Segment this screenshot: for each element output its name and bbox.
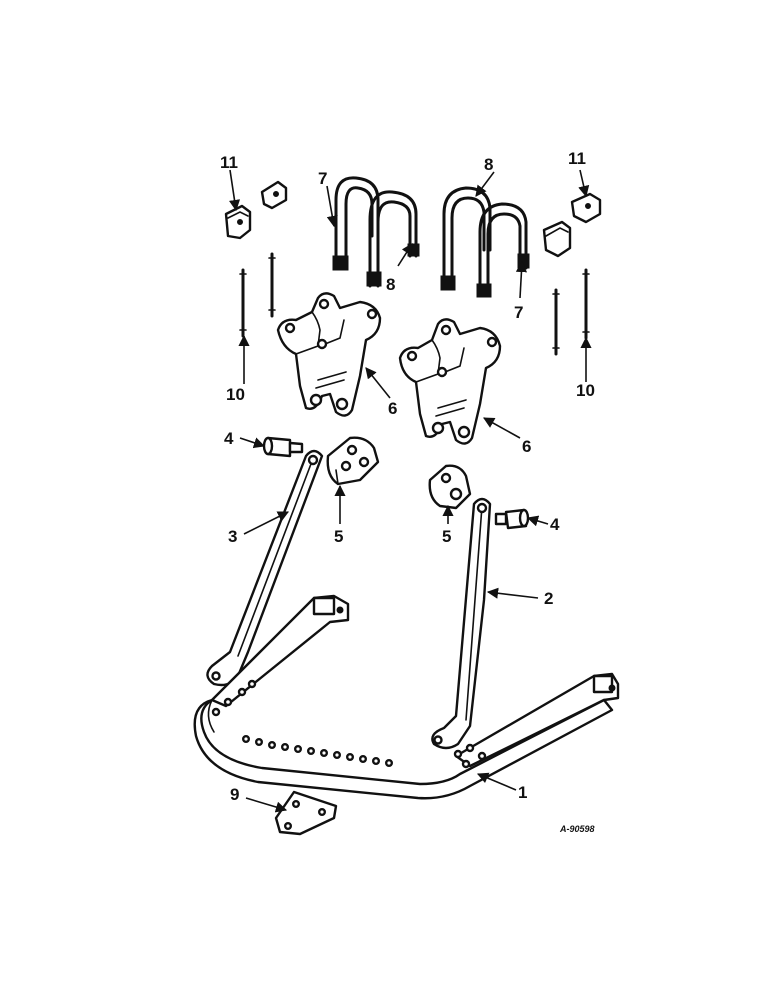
- callout-11-right: 11: [568, 149, 586, 168]
- callout-5-left: 5: [334, 527, 343, 546]
- callout-10-left: 10: [226, 385, 245, 404]
- callout-11-left: 11: [220, 153, 238, 172]
- block-left: [326, 436, 380, 486]
- mounting-plate: [274, 790, 338, 836]
- block-right: [428, 464, 472, 510]
- stud-right-pair: [552, 268, 590, 356]
- clip-left-pair: [224, 180, 288, 240]
- u-bolt-right-front: [440, 186, 492, 291]
- callout-7-left: 7: [318, 169, 327, 188]
- callout-7-right: 7: [514, 303, 523, 322]
- callout-9: 9: [230, 785, 239, 804]
- callout-6-right: 6: [522, 437, 531, 456]
- callout-4-right: 4: [550, 515, 560, 534]
- pin-right: [494, 508, 530, 530]
- callout-4-left: 4: [224, 429, 234, 448]
- strap-right: [431, 497, 492, 750]
- drawing-number: A-90598: [559, 824, 595, 834]
- callout-8-right: 8: [484, 155, 493, 174]
- callout-5-right: 5: [442, 527, 451, 546]
- callout-6-left: 6: [388, 399, 397, 418]
- callout-3: 3: [228, 527, 237, 546]
- bracket-left: [276, 292, 382, 417]
- callout-2: 2: [544, 589, 553, 608]
- bracket-right: [398, 318, 502, 445]
- callout-10-right: 10: [576, 381, 595, 400]
- leader-lines: [228, 169, 592, 813]
- u-bolt-left-rear: [366, 190, 420, 288]
- callout-labels: 11 7 8 8 7 11 10 10 6 6 4 4 5 5 3 2 1 9 …: [220, 149, 595, 834]
- u-bolt-left-front: [332, 176, 380, 271]
- main-frame: [193, 594, 620, 800]
- callout-8-left: 8: [386, 275, 395, 294]
- pin-left: [262, 436, 304, 458]
- clip-right-pair: [542, 192, 602, 258]
- callout-1: 1: [518, 783, 527, 802]
- stud-left-pair: [239, 252, 276, 338]
